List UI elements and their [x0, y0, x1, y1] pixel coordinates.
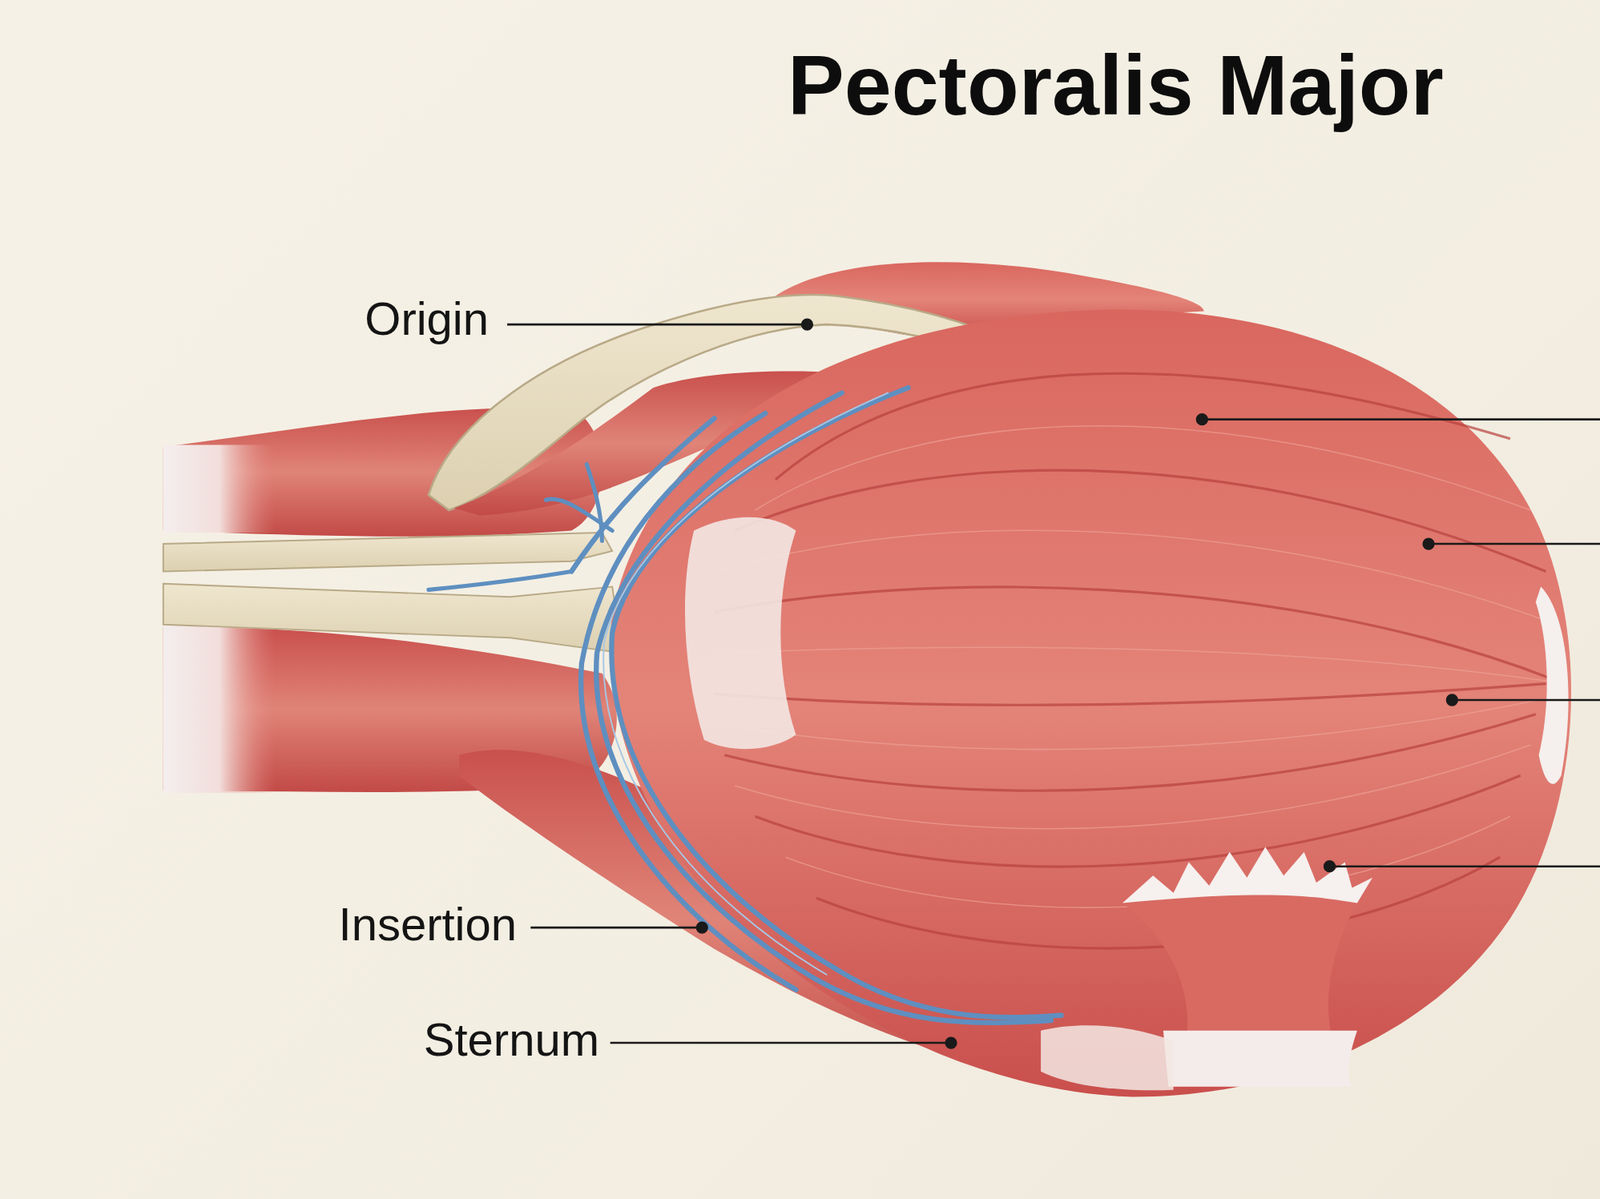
tendon: [163, 444, 276, 533]
tendon: [163, 625, 276, 794]
sternal-attachment: [1535, 587, 1569, 785]
humerus-bone: [163, 532, 613, 572]
part-label: Sternum: [423, 1014, 600, 1066]
tendon: [1040, 1025, 1174, 1091]
fan-tendon-tip: [1122, 846, 1373, 903]
fan-tendon-base: [1163, 1031, 1358, 1088]
humerus-bone: [163, 584, 623, 654]
muscle-fibers: [714, 373, 1552, 949]
diagram-title: Pectoralis Major: [787, 38, 1444, 133]
muscle-fibers: [714, 426, 1552, 908]
part-label: Insertion: [338, 898, 517, 951]
leader-lines: [507, 319, 1600, 1049]
pectoralis-muscle: [610, 310, 1572, 1098]
nerve-bundle: [428, 387, 1062, 1024]
part-label: Origin: [364, 293, 489, 345]
tendon: [685, 517, 796, 750]
